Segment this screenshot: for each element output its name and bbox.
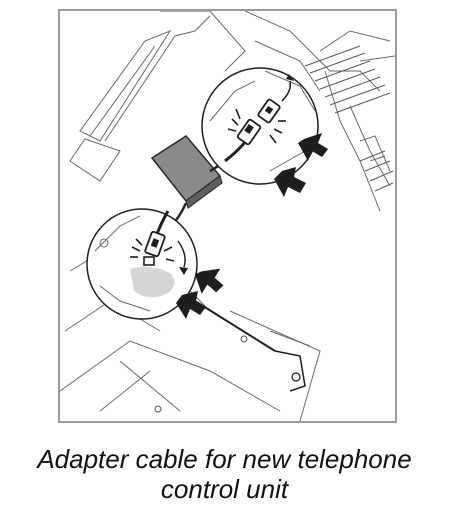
connector-socket (143, 256, 155, 266)
click-marks (227, 108, 286, 144)
mounting-bracket (194, 300, 306, 392)
push-arrow-icon (274, 133, 328, 197)
connector-plug (236, 118, 262, 146)
upper-detail-circle (201, 67, 319, 185)
connector-socket (257, 98, 281, 124)
lower-detail-circle (86, 208, 198, 320)
release-arrow-icon (177, 240, 186, 268)
caption-line-2: control unit (160, 474, 289, 504)
vehicle-interior-outline (60, 11, 395, 421)
connector-plug (144, 230, 166, 258)
adapter-installation-diagram (60, 11, 395, 421)
figure-caption: Adapter cable for new telephone control … (0, 444, 449, 504)
adapter-module (150, 135, 223, 209)
push-arrow-icon (176, 268, 224, 319)
release-arrow-icon (281, 80, 292, 102)
vent-grille (304, 45, 394, 192)
click-marks (130, 238, 175, 262)
caption-line-1: Adapter cable for new telephone (37, 444, 412, 474)
diagram-frame (58, 9, 397, 423)
